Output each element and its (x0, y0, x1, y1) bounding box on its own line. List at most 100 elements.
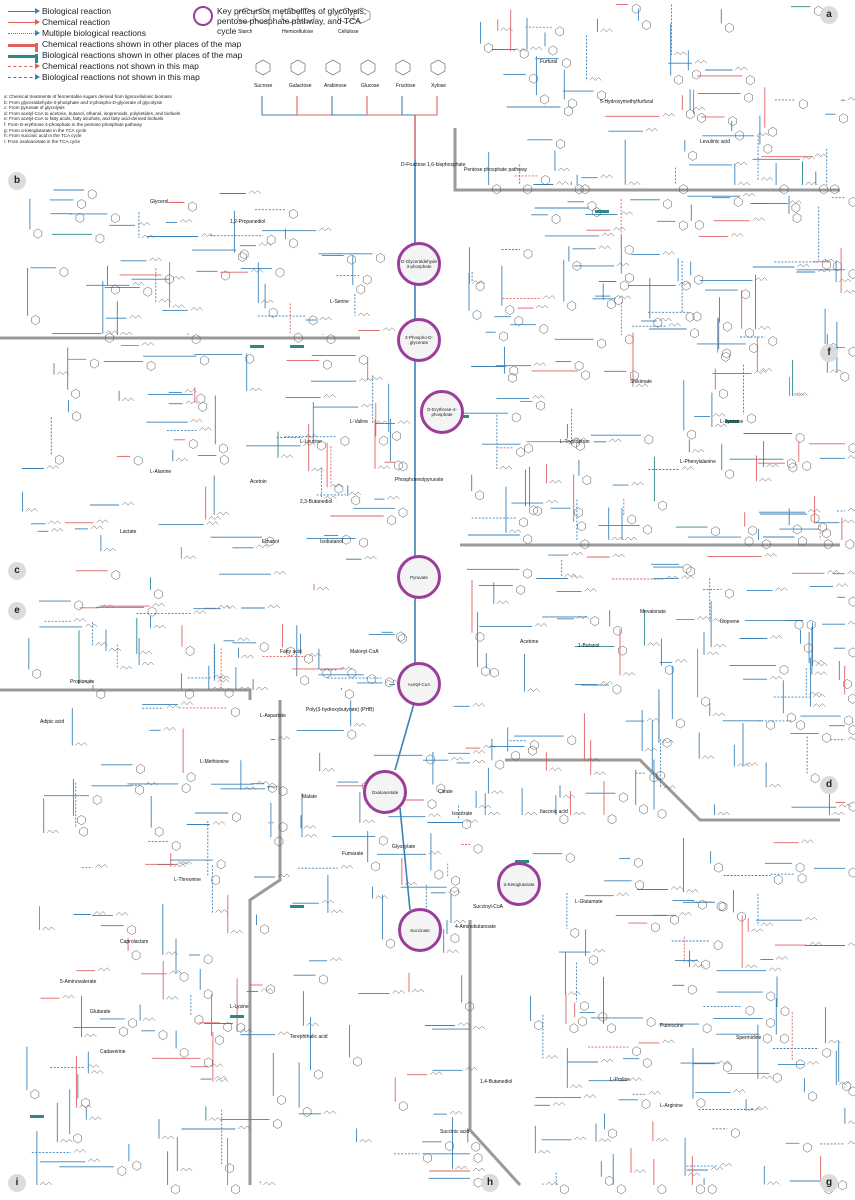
molecule-structure-glyph (618, 295, 631, 300)
molecule-structure-glyph (55, 454, 64, 465)
reaction-shown-elsewhere-bar (30, 1115, 44, 1118)
molecule-structure-glyph (698, 899, 707, 910)
molecule-structure-glyph (655, 1137, 669, 1142)
legend-item-label: Biological reactions not shown in this m… (42, 72, 200, 82)
molecule-structure-glyph (445, 1141, 454, 1152)
molecule-structure-glyph (839, 113, 848, 124)
molecule-structure-glyph (154, 589, 163, 600)
metabolite-label-butanol: 1-Butanol (578, 643, 600, 649)
molecule-structure-glyph (146, 360, 156, 371)
molecule-structure-glyph (304, 434, 318, 438)
metabolite-label-fructose: Fructose (396, 83, 416, 89)
molecule-structure-glyph (633, 1169, 647, 1174)
molecule-structure-glyph (668, 322, 681, 327)
molecule-structure-glyph (143, 286, 153, 297)
molecule-structure-glyph (185, 400, 198, 405)
molecule-structure-glyph (548, 45, 558, 56)
molecule-structure-glyph (362, 274, 372, 285)
molecule-structure-glyph (584, 588, 597, 592)
molecule-structure-glyph (674, 74, 683, 85)
molecule-structure-glyph (359, 537, 368, 548)
molecule-structure-glyph (828, 1039, 841, 1044)
note-e: e: From acetyl-CoA to fatty acids, fatty… (4, 116, 164, 122)
molecule-structure-glyph (201, 233, 214, 237)
metabolite-label-isobutanol: Isobutanol (320, 539, 344, 545)
molecule-structure-glyph (260, 924, 269, 935)
molecule-structure-glyph (657, 808, 667, 819)
molecule-structure-glyph (115, 912, 129, 916)
molecule-structure-glyph (136, 763, 145, 775)
molecule-structure-glyph (633, 857, 643, 868)
molecule-structure-glyph (692, 106, 706, 111)
metabolite-label-malate: Malate (302, 794, 318, 800)
molecule-structure-glyph (718, 1060, 731, 1065)
molecule-structure-glyph (844, 715, 853, 726)
molecule-structure-glyph (723, 321, 732, 332)
molecule-structure-glyph (190, 418, 203, 423)
molecule-structure-glyph (193, 610, 206, 614)
molecule-structure-glyph (505, 304, 515, 316)
molecule-structure-glyph (580, 1000, 589, 1012)
molecule-structure-glyph (330, 957, 343, 962)
molecule-structure-glyph (533, 506, 542, 517)
molecule-structure-glyph (266, 234, 276, 245)
polysaccharide-structure-glyph (337, 7, 371, 24)
molecule-structure-glyph (81, 680, 95, 685)
molecule-structure-glyph (701, 696, 710, 707)
molecule-structure-glyph (546, 499, 559, 504)
molecule-structure-glyph (674, 51, 687, 56)
molecule-structure-glyph (451, 756, 464, 761)
molecule-structure-glyph (176, 861, 190, 865)
molecule-structure-glyph (651, 922, 660, 933)
molecule-structure-glyph (780, 1033, 789, 1044)
molecule-structure-glyph (848, 596, 855, 607)
molecule-structure-glyph (206, 521, 219, 525)
molecule-structure-glyph (768, 126, 778, 137)
molecule-structure-glyph (770, 635, 783, 639)
molecule-structure-glyph (598, 245, 611, 250)
molecule-structure-glyph (304, 653, 313, 664)
molecule-structure-glyph (712, 617, 725, 622)
molecule-structure-glyph (108, 647, 122, 652)
legend-arrowhead (35, 74, 40, 80)
monosaccharide-structure-glyph (290, 59, 306, 76)
molecule-structure-glyph (428, 813, 441, 818)
molecule-structure-glyph (764, 553, 777, 557)
molecule-structure-glyph (436, 783, 446, 794)
molecule-structure-glyph (792, 392, 805, 397)
molecule-structure-glyph (190, 307, 204, 311)
molecule-structure-glyph (135, 784, 144, 796)
molecule-structure-glyph (629, 1077, 643, 1082)
molecule-structure-glyph (607, 814, 617, 825)
molecule-structure-glyph (475, 631, 485, 643)
molecule-structure-glyph (371, 861, 380, 872)
molecule-structure-glyph (268, 782, 277, 793)
molecule-structure-glyph (806, 619, 816, 630)
molecule-structure-glyph (564, 573, 577, 578)
molecule-structure-glyph (161, 1135, 175, 1140)
molecule-structure-glyph (845, 539, 855, 550)
molecule-structure-glyph (25, 508, 38, 512)
hub-erythrose-4-phosphate: D-Erythrose-4-phosphate (420, 390, 464, 434)
molecule-structure-glyph (524, 443, 533, 454)
molecule-structure-glyph (75, 212, 85, 223)
molecule-structure-glyph (769, 675, 783, 680)
molecule-structure-glyph (613, 625, 622, 636)
molecule-structure-glyph (450, 886, 459, 897)
molecule-structure-glyph (717, 811, 730, 816)
metabolite-label-furfural: Furfural (540, 59, 558, 65)
molecule-structure-glyph (245, 353, 255, 364)
molecule-structure-glyph (562, 57, 571, 69)
molecule-structure-glyph (397, 420, 411, 424)
molecule-structure-glyph (848, 268, 855, 280)
molecule-structure-glyph (760, 177, 774, 181)
hub-oxaloacetate: Oxaloacetate (363, 770, 407, 814)
molecule-structure-glyph (746, 75, 755, 86)
molecule-structure-glyph (555, 26, 565, 37)
molecule-structure-glyph (549, 479, 562, 484)
molecule-structure-glyph (529, 46, 543, 51)
molecule-structure-glyph (768, 783, 782, 788)
molecule-structure-glyph (51, 527, 64, 532)
legend-bar-cap (35, 43, 38, 52)
molecule-structure-glyph (277, 873, 291, 878)
